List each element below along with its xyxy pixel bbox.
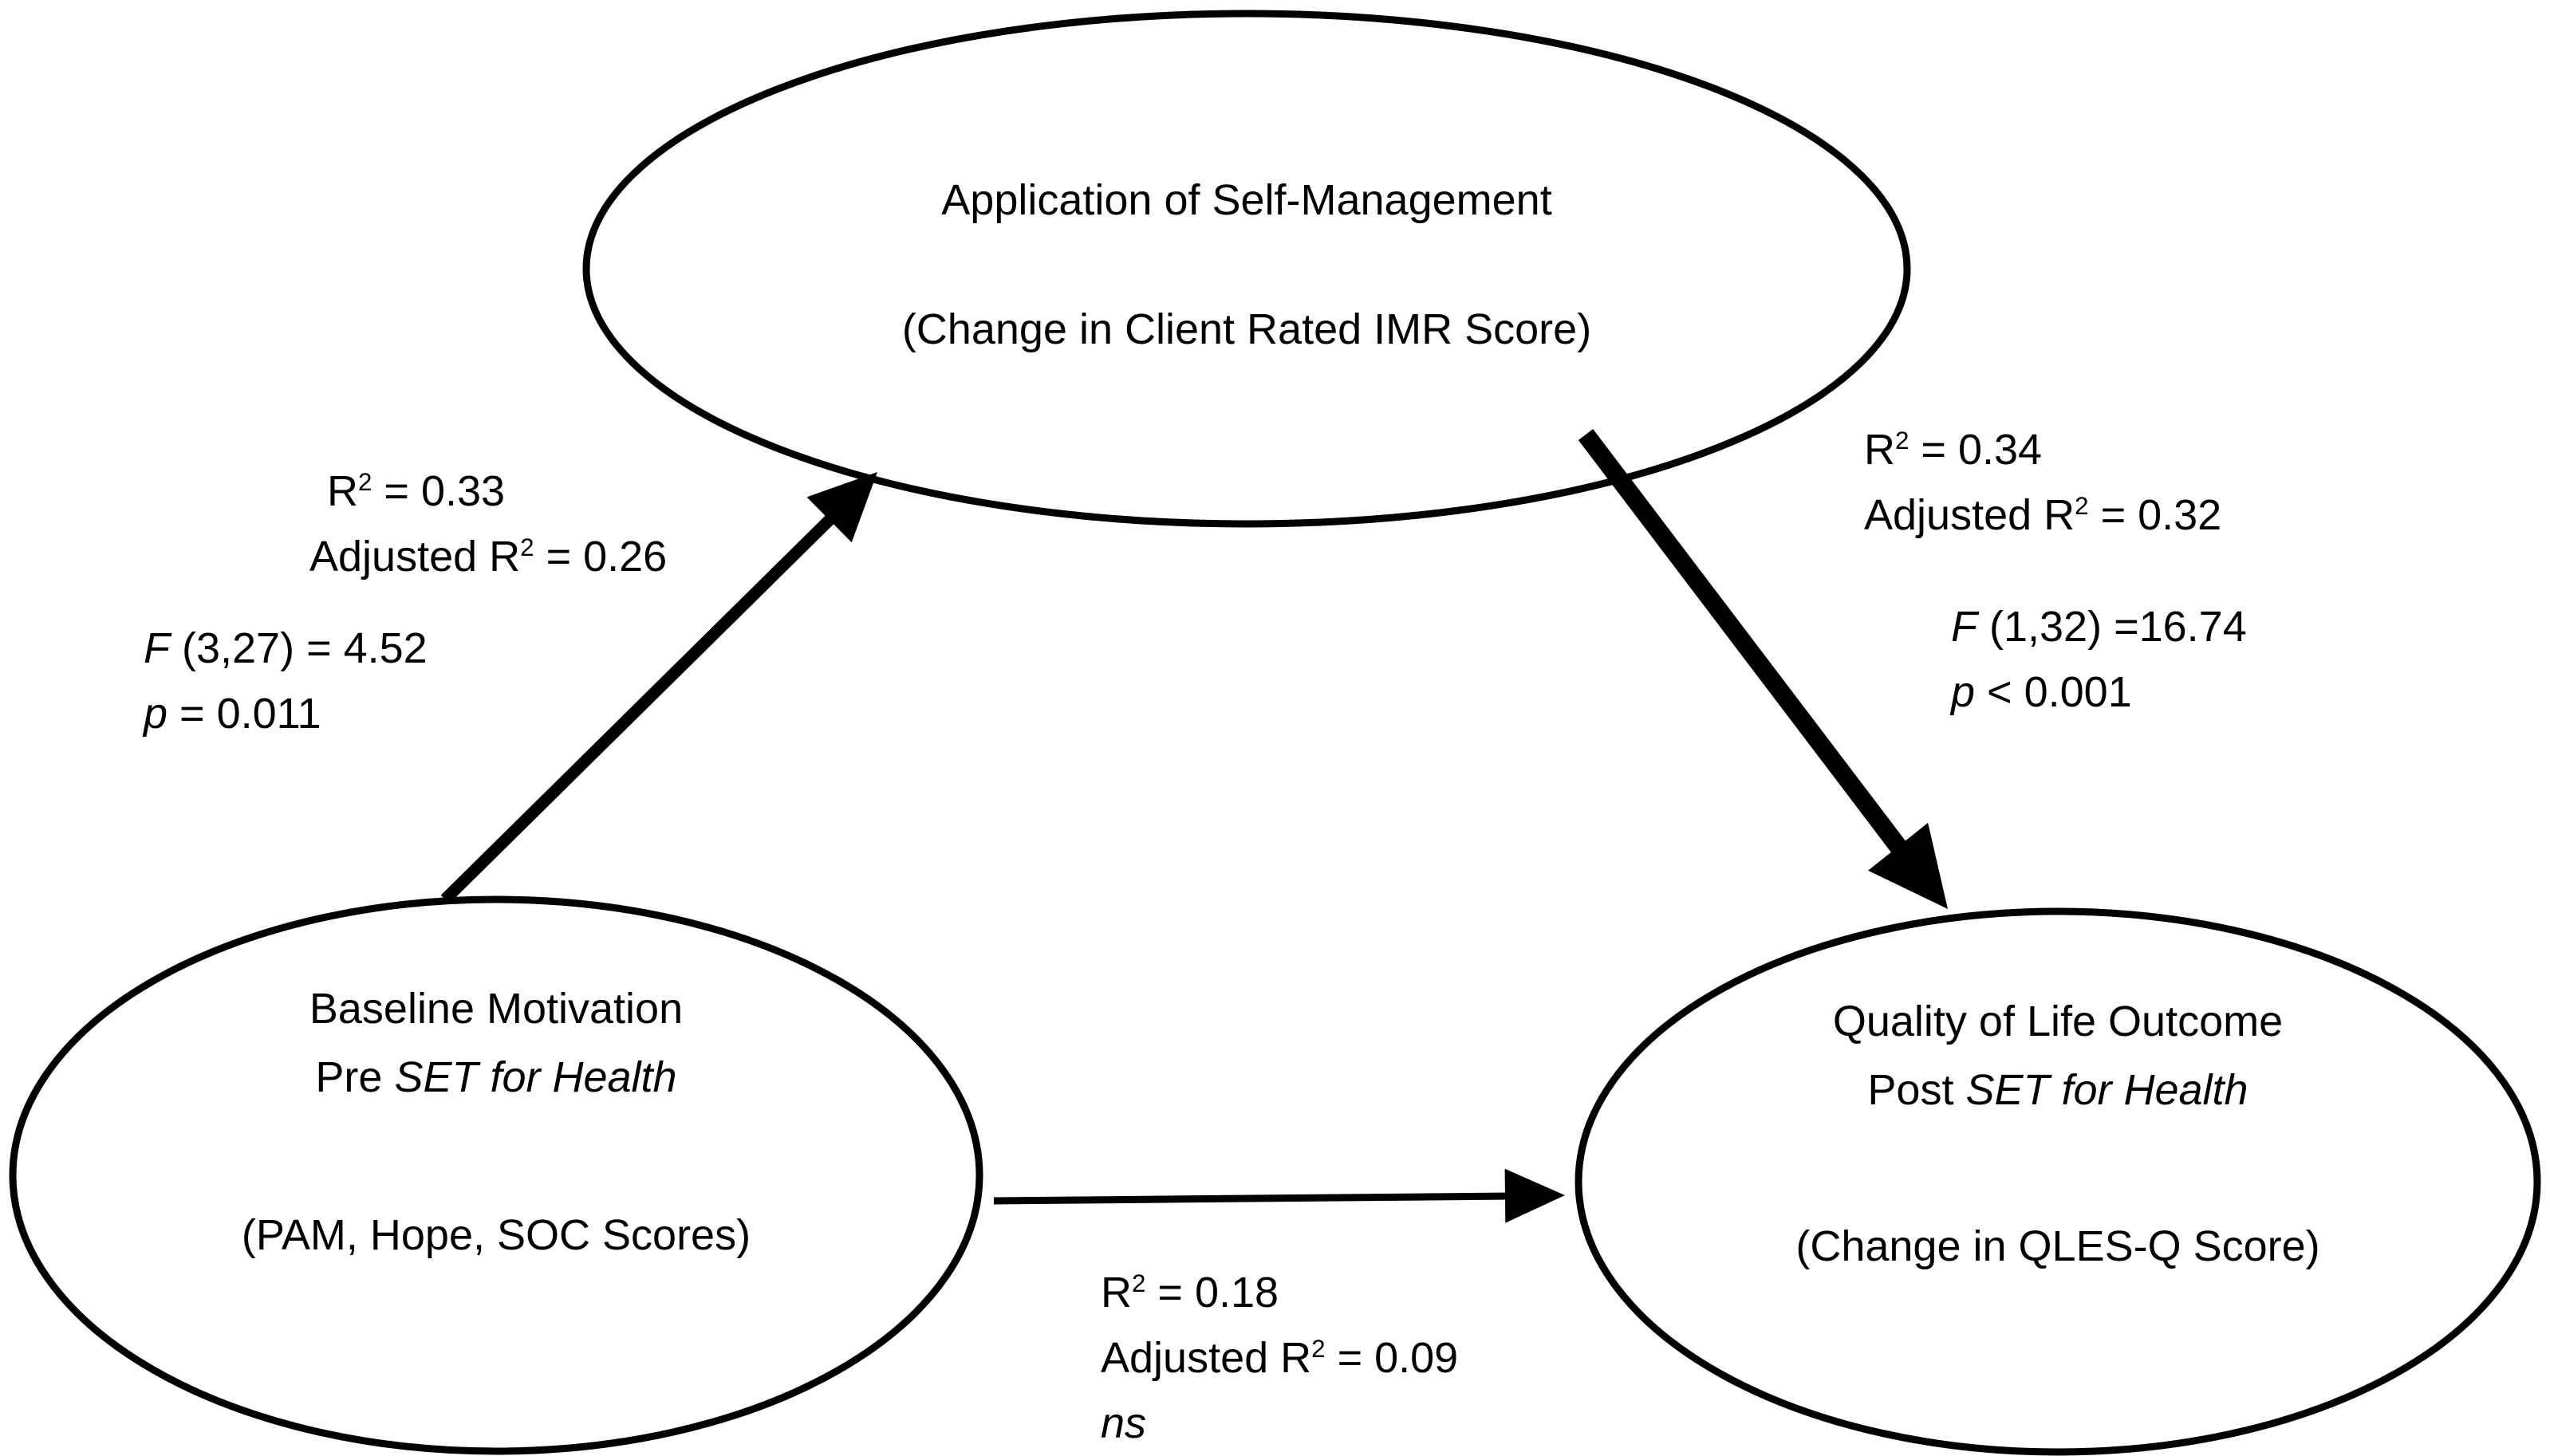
outcome-label-line2: Post SET for Health <box>1578 1064 2537 1116</box>
outcome-label-line3: (Change in QLES-Q Score) <box>1795 1222 2320 1270</box>
path-b-f-symbol: F <box>1951 603 1977 651</box>
path-a-p-value: p = 0.011 <box>144 681 428 746</box>
predictor-line2-italic: SET for Health <box>394 1053 677 1101</box>
path-a-r2-base: R <box>327 467 358 515</box>
predictor-label-line1: Baseline Motivation <box>309 985 684 1033</box>
outcome-line2-normal: Post <box>1867 1066 1966 1114</box>
path-a-r2-sup: 2 <box>358 468 372 496</box>
path-b-r2-block: R2 = 0.34 Adjusted R2 = 0.32 <box>1864 417 2221 548</box>
path-b-f-value: (1,32) =16.74 <box>1977 603 2247 651</box>
predictor-label-line3: (PAM, Hope, SOC Scores) <box>241 1211 751 1259</box>
path-a-adj-base: Adjusted R <box>309 533 521 580</box>
path-b-test-block: F (1,32) =16.74 p < 0.001 <box>1951 594 2247 725</box>
path-b-r2-value: = 0.34 <box>1909 426 2043 474</box>
path-b-p-number: < 0.001 <box>1975 668 2132 716</box>
path-a-r2-block: R2 = 0.33 Adjusted R2 = 0.26 <box>309 458 667 589</box>
path-b-p-value: p < 0.001 <box>1951 659 2247 725</box>
path-b-r2-base: R <box>1864 426 1895 474</box>
path-a-f-stat: F (3,27) = 4.52 <box>144 616 428 681</box>
path-a-arrowhead <box>806 472 877 543</box>
path-a-f-symbol: F <box>144 624 170 672</box>
path-c-stats-block: R2 = 0.18 Adjusted R2 = 0.09 ns <box>1101 1260 1458 1456</box>
path-a-r2-value: = 0.33 <box>372 467 506 515</box>
mediator-label-line1: Application of Self-Management <box>941 176 1552 224</box>
path-b-arrow <box>1578 429 1948 909</box>
mediator-label-line2: (Change in Client Rated IMR Score) <box>901 305 1592 353</box>
outcome-line2-italic: SET for Health <box>1965 1066 2248 1114</box>
path-b-adj-value: = 0.32 <box>2088 491 2222 539</box>
path-a-f-value: (3,27) = 4.52 <box>170 624 428 672</box>
path-a-adj-r2: Adjusted R2 = 0.26 <box>309 524 667 589</box>
path-b-r2: R2 = 0.34 <box>1864 417 2221 482</box>
outcome-ellipse <box>1575 907 2541 1456</box>
path-a-p-number: = 0.011 <box>168 690 321 738</box>
path-c-adj-sup: 2 <box>1311 1335 1326 1363</box>
path-a-adj-sup: 2 <box>520 533 534 561</box>
path-b-adj-base: Adjusted R <box>1864 491 2075 539</box>
path-b-shaft <box>1578 429 1914 863</box>
mediator-ellipse <box>582 10 1911 528</box>
path-c-adj-base: Adjusted R <box>1101 1334 1312 1382</box>
path-a-shaft <box>440 509 841 904</box>
path-c-arrow <box>993 1168 1565 1223</box>
path-a-adj-value: = 0.26 <box>534 533 668 580</box>
path-a-test-block: F (3,27) = 4.52 p = 0.011 <box>144 616 428 746</box>
path-c-r2-sup: 2 <box>1132 1269 1146 1297</box>
path-c-ns-symbol: ns <box>1101 1399 1147 1447</box>
path-c-ns: ns <box>1101 1391 1458 1456</box>
path-b-adj-r2: Adjusted R2 = 0.32 <box>1864 482 2221 548</box>
path-c-r2-value: = 0.18 <box>1145 1269 1279 1316</box>
path-b-p-symbol: p <box>1951 668 1976 716</box>
path-c-adj-r2: Adjusted R2 = 0.09 <box>1101 1325 1458 1391</box>
path-b-arrowhead <box>1868 822 1948 909</box>
path-c-adj-value: = 0.09 <box>1325 1334 1459 1382</box>
path-b-adj-sup: 2 <box>2075 492 2089 520</box>
predictor-line2-normal: Pre <box>315 1053 395 1101</box>
predictor-ellipse <box>9 895 983 1455</box>
path-c-arrowhead <box>1504 1168 1565 1223</box>
path-a-p-symbol: p <box>144 690 168 738</box>
path-c-r2-base: R <box>1101 1269 1132 1316</box>
path-a-r2: R2 = 0.33 <box>327 458 667 524</box>
path-b-f-stat: F (1,32) =16.74 <box>1951 594 2247 659</box>
outcome-label-line1: Quality of Life Outcome <box>1832 998 2284 1045</box>
path-b-r2-sup: 2 <box>1895 427 1910 455</box>
path-a-arrow <box>440 472 877 904</box>
predictor-label-line2: Pre SET for Health <box>13 1051 979 1104</box>
path-c-r2: R2 = 0.18 <box>1101 1260 1458 1325</box>
path-c-shaft <box>993 1192 1512 1205</box>
